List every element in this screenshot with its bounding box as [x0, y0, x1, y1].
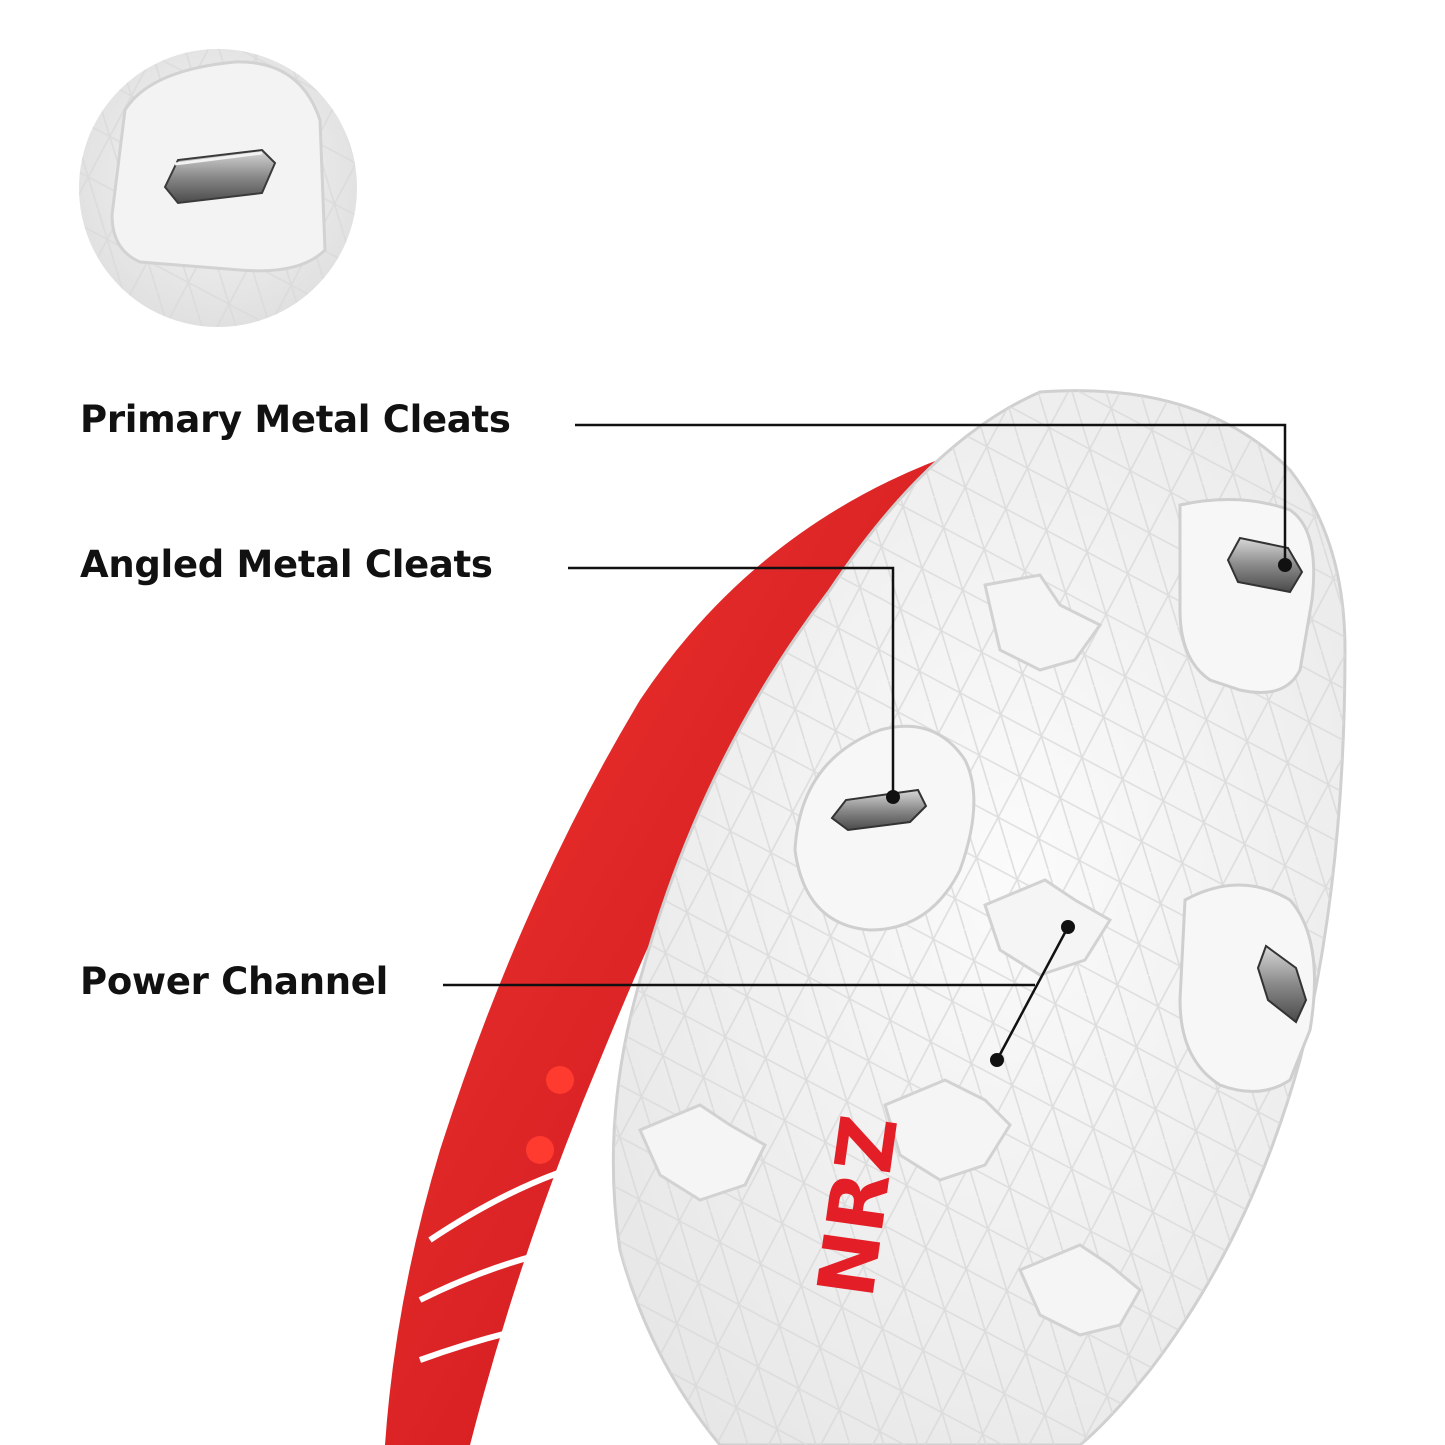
angled-callout-line: [568, 566, 895, 797]
shoe-upper: [385, 450, 965, 1445]
cleat-closeup-icon: [79, 49, 357, 327]
angled-metal-cleats-label: Angled Metal Cleats: [80, 543, 493, 586]
primary-metal-cleat: [1178, 498, 1316, 694]
angled-metal-cleat: [793, 724, 976, 932]
callout-dot-icon: [990, 1053, 1004, 1067]
callout-lines: [443, 423, 1287, 1061]
callout-dot-icon: [886, 790, 900, 804]
power-channel-label: Power Channel: [80, 960, 388, 1003]
primary-metal-cleat-lower: [1178, 883, 1316, 1093]
callout-dot-icon: [1061, 920, 1075, 934]
shoe-sole: [611, 389, 1347, 1445]
primary-metal-cleats-label: Primary Metal Cleats: [80, 398, 511, 441]
power-callout-line-branch: [995, 926, 1070, 1061]
molded-studs: [638, 573, 1142, 1337]
callout-dot-icon: [1278, 558, 1292, 572]
primary-callout-line: [575, 423, 1287, 565]
callout-dots: [886, 558, 1292, 1067]
